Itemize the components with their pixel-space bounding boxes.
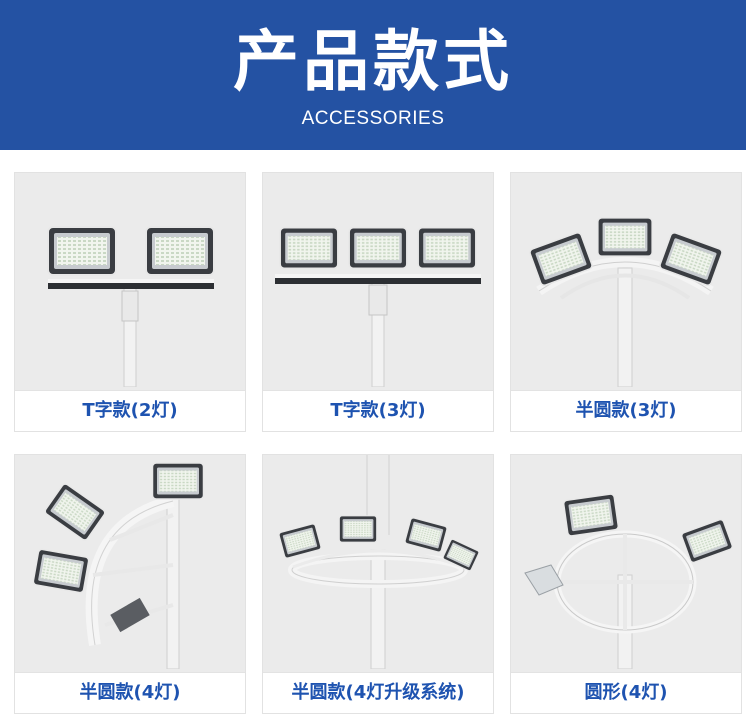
product-label: T字款(2灯) bbox=[15, 390, 245, 431]
semicircle-four-floodlight-pole-icon bbox=[32, 462, 205, 669]
product-card-t-bar-2[interactable]: T字款(2灯) bbox=[15, 173, 245, 431]
semicircle-four-floodlight-upgrade-pole-icon bbox=[277, 455, 480, 669]
product-label: 半圆款(3灯) bbox=[511, 390, 741, 431]
product-card-semicircle-3[interactable]: 半圆款(3灯) bbox=[511, 173, 741, 431]
t-bar-three-floodlight-pole-icon bbox=[275, 226, 481, 387]
semicircle-three-floodlight-pole-icon bbox=[528, 217, 724, 387]
product-card-semicircle-4-upgrade[interactable]: 半圆款(4灯升级系统) bbox=[263, 455, 493, 713]
t-bar-two-floodlight-pole-icon bbox=[47, 226, 215, 387]
product-label: T字款(3灯) bbox=[263, 390, 493, 431]
header-banner: 产品款式 ACCESSORIES bbox=[0, 0, 746, 150]
product-card-t-bar-3[interactable]: T字款(3灯) bbox=[263, 173, 493, 431]
product-label: 半圆款(4灯) bbox=[15, 672, 245, 713]
page-title: 产品款式 bbox=[233, 23, 513, 100]
product-card-semicircle-4[interactable]: 半圆款(4灯) bbox=[15, 455, 245, 713]
product-label: 半圆款(4灯升级系统) bbox=[263, 672, 493, 713]
product-label: 圆形(4灯) bbox=[511, 672, 741, 713]
page-subtitle: ACCESSORIES bbox=[301, 108, 445, 129]
ring-four-floodlight-pole-icon bbox=[524, 492, 734, 669]
product-card-ring-4[interactable]: 圆形(4灯) bbox=[511, 455, 741, 713]
